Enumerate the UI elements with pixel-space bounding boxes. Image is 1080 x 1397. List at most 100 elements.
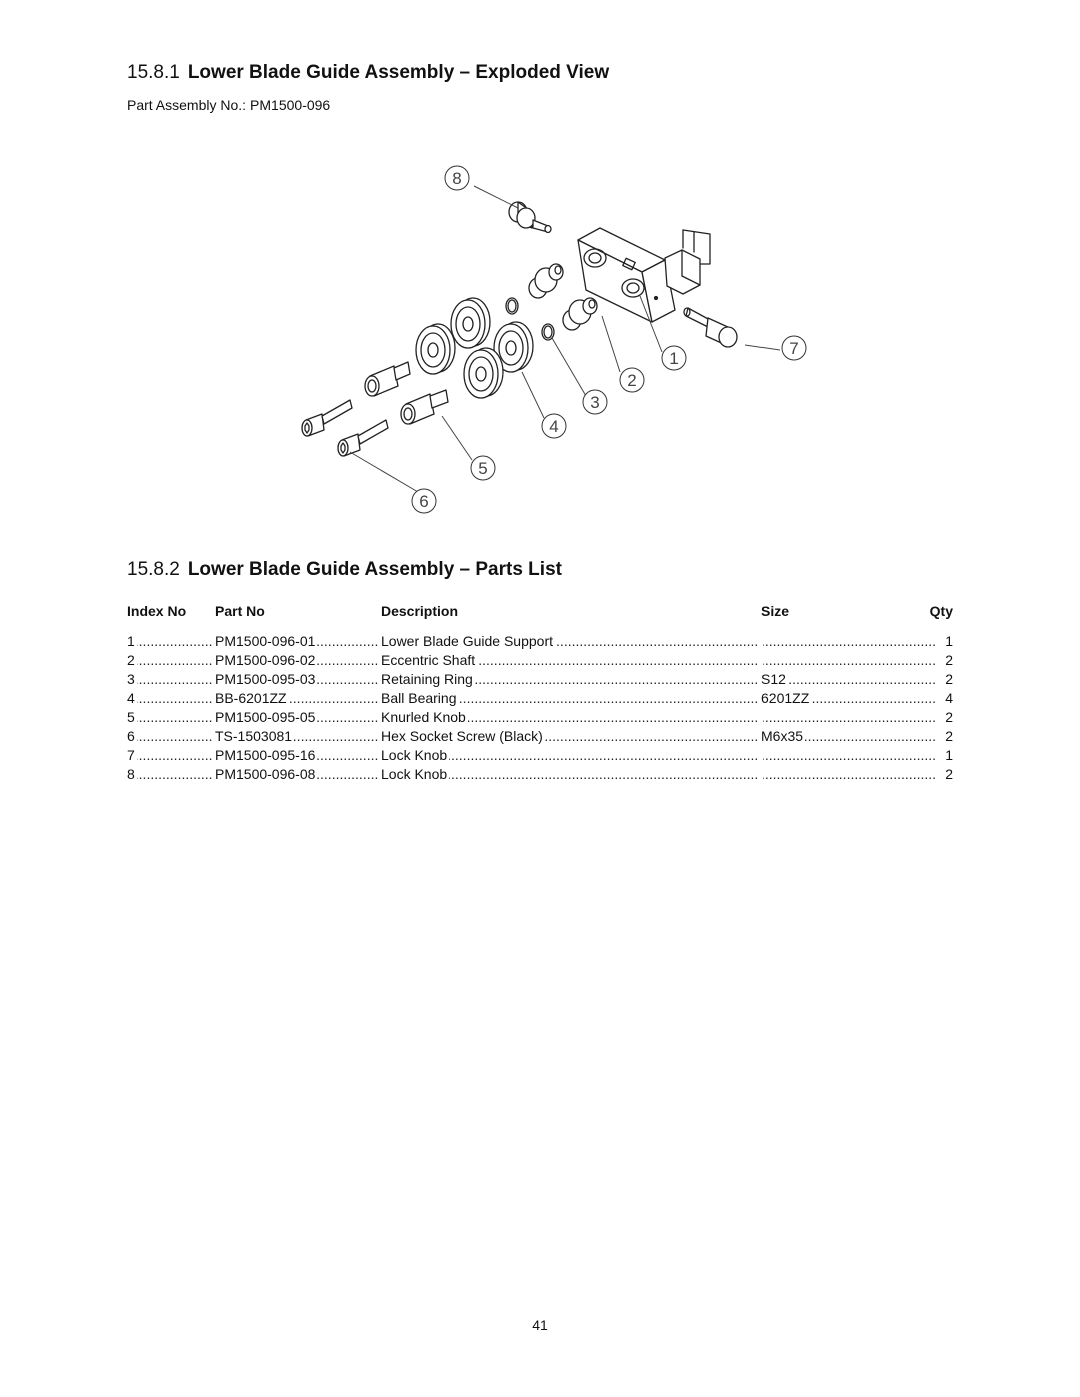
cell-description-text: Lock Knob	[381, 747, 450, 763]
header-size: Size	[761, 603, 790, 619]
dot-leader: ........................................…	[381, 747, 759, 763]
cell-size: ........................................…	[761, 670, 947, 689]
cell-description-text: Knurled Knob	[381, 709, 468, 725]
section-number: 15.8.1	[127, 62, 180, 83]
cell-qty: 2	[937, 727, 953, 746]
table-row: ........................................…	[127, 727, 953, 746]
eccentric-shaft-part	[528, 263, 598, 331]
support-shaft-part	[682, 229, 711, 265]
cell-size-text: S12	[761, 671, 788, 687]
cell-part-no: ........................................…	[215, 727, 379, 746]
cell-part-no-text: PM1500-095-03	[215, 671, 318, 687]
cell-description: ........................................…	[381, 651, 759, 670]
cell-qty: 2	[937, 651, 953, 670]
section-title: Lower Blade Guide Assembly – Parts List	[187, 559, 562, 580]
retaining-ring-part	[505, 297, 555, 341]
parts-list-rows: ........................................…	[127, 632, 953, 784]
dot-leader: ........................................…	[761, 766, 947, 782]
cell-size: ........................................…	[761, 689, 947, 708]
dot-leader: ........................................…	[127, 652, 213, 668]
cell-index: ........................................…	[127, 670, 213, 689]
assembly-label: Part Assembly No.:	[127, 97, 247, 113]
cell-index: ........................................…	[127, 765, 213, 784]
cell-description-text: Ball Bearing	[381, 690, 459, 706]
guide-support-part	[577, 227, 701, 323]
cell-index: ........................................…	[127, 689, 213, 708]
cell-size: ........................................…	[761, 708, 947, 727]
cell-part-no: ........................................…	[215, 670, 379, 689]
assembly-value: PM1500-096	[250, 97, 331, 113]
callout-3: 3	[590, 393, 599, 412]
cell-qty: 2	[937, 765, 953, 784]
cell-description: ........................................…	[381, 689, 759, 708]
cell-part-no: ........................................…	[215, 689, 379, 708]
cell-qty: 4	[937, 689, 953, 708]
cell-description-text: Lower Blade Guide Support	[381, 633, 555, 649]
part-assembly-number: Part Assembly No.:PM1500-096	[127, 97, 330, 113]
cell-size-text	[761, 709, 763, 725]
cell-size-text	[761, 633, 763, 649]
cell-qty: 2	[937, 708, 953, 727]
cell-description-text: Eccentric Shaft	[381, 652, 478, 668]
header-description: Description	[381, 603, 459, 619]
dot-leader: ........................................…	[381, 690, 759, 706]
cell-description: ........................................…	[381, 670, 759, 689]
cell-size: ........................................…	[761, 765, 947, 784]
dot-leader: ........................................…	[381, 766, 759, 782]
cell-part-no: ........................................…	[215, 632, 379, 651]
cell-index-text: 4	[127, 690, 137, 706]
dot-leader: ........................................…	[761, 652, 947, 668]
cell-index-text: 2	[127, 652, 137, 668]
section-heading-parts-list: 15.8.2 Lower Blade Guide Assembly – Parts…	[127, 559, 562, 581]
section-title: Lower Blade Guide Assembly – Exploded Vi…	[187, 62, 610, 83]
cell-size-text	[761, 766, 763, 782]
cell-description: ........................................…	[381, 632, 759, 651]
cell-part-no-text: PM1500-095-05	[215, 709, 318, 725]
parts-list-table: Index No Part No Description Size Qty ..…	[127, 603, 953, 784]
section-number: 15.8.2	[127, 559, 180, 580]
cell-index: ........................................…	[127, 727, 213, 746]
cell-description: ........................................…	[381, 727, 759, 746]
cell-index: ........................................…	[127, 632, 213, 651]
table-row: ........................................…	[127, 746, 953, 765]
dot-leader: ........................................…	[127, 633, 213, 649]
callout-8: 8	[452, 169, 461, 188]
callout-1: 1	[669, 349, 678, 368]
cell-description: ........................................…	[381, 765, 759, 784]
cell-size: ........................................…	[761, 727, 947, 746]
cell-description-text: Lock Knob	[381, 766, 450, 782]
cell-index-text: 1	[127, 633, 137, 649]
knurled-knob-part	[364, 361, 449, 425]
table-row: ........................................…	[127, 708, 953, 727]
cell-description: ........................................…	[381, 746, 759, 765]
dot-leader: ........................................…	[761, 671, 947, 687]
cell-part-no: ........................................…	[215, 708, 379, 727]
header-index: Index No	[127, 603, 187, 619]
cell-part-no-text: TS-1503081	[215, 728, 295, 744]
cell-index-text: 3	[127, 671, 137, 687]
cell-part-no-text: PM1500-096-08	[215, 766, 318, 782]
table-row: ........................................…	[127, 632, 953, 651]
dot-leader: ........................................…	[127, 766, 213, 782]
dot-leader: ........................................…	[761, 728, 947, 744]
callout-7: 7	[789, 339, 798, 358]
header-qty: Qty	[929, 603, 953, 619]
cell-description: ........................................…	[381, 708, 759, 727]
cell-qty: 1	[937, 746, 953, 765]
cell-index: ........................................…	[127, 651, 213, 670]
dot-leader: ........................................…	[127, 671, 213, 687]
hex-socket-screw-part	[301, 399, 389, 457]
cell-part-no-text: PM1500-096-01	[215, 633, 318, 649]
dot-leader: ........................................…	[127, 728, 213, 744]
cell-index: ........................................…	[127, 746, 213, 765]
cell-qty: 1	[937, 632, 953, 651]
callout-4: 4	[549, 417, 558, 436]
cell-part-no-text: PM1500-095-16	[215, 747, 318, 763]
cell-part-no: ........................................…	[215, 765, 379, 784]
cell-size-text: 6201ZZ	[761, 690, 812, 706]
dot-leader: ........................................…	[127, 709, 213, 725]
cell-index-text: 8	[127, 766, 137, 782]
cell-description-text: Retaining Ring	[381, 671, 475, 687]
cell-part-no-text: BB-6201ZZ	[215, 690, 289, 706]
cell-size: ........................................…	[761, 651, 947, 670]
